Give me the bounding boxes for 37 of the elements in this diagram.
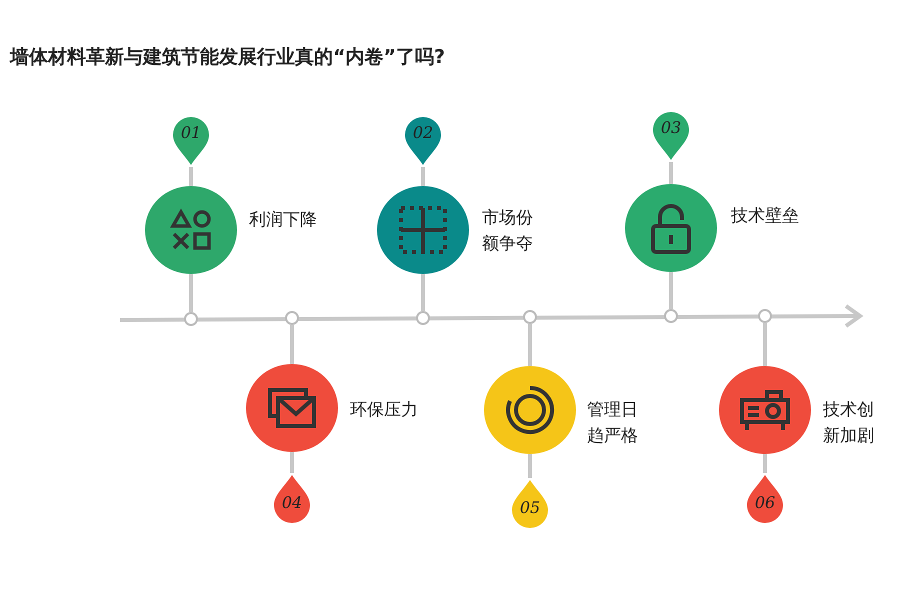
- timeline-dot: [184, 312, 198, 326]
- step-number: 04: [280, 493, 304, 512]
- location-pin: [272, 473, 312, 525]
- step-number: 01: [180, 123, 202, 142]
- timeline-dot: [758, 309, 772, 323]
- connector-line: [528, 324, 532, 366]
- item-label: 市场份额争夺: [482, 207, 534, 256]
- item-label: 环保压力: [350, 399, 418, 422]
- connector-line: [421, 274, 425, 311]
- item-label: 管理日趋严格: [587, 399, 639, 448]
- connector-line: [669, 162, 673, 184]
- connector-line: [421, 167, 425, 186]
- connector-line: [763, 454, 767, 473]
- location-pin: [510, 478, 550, 530]
- item-label: 利润下降: [249, 209, 317, 232]
- timeline-dot: [664, 309, 678, 323]
- step-number: 02: [412, 123, 434, 142]
- step-number: 06: [754, 493, 776, 512]
- timeline-dot: [523, 310, 537, 324]
- timeline-dot: [416, 311, 430, 325]
- connector-line: [669, 272, 673, 309]
- location-pin: [651, 110, 691, 162]
- connector-line: [763, 323, 767, 366]
- location-pin: [745, 473, 785, 525]
- item-label: 技术创新加剧: [823, 399, 875, 448]
- connector-line: [528, 454, 532, 478]
- location-pin: [171, 115, 211, 167]
- title: 墙体材料革新与建筑节能发展行业真的“内卷”了吗?: [10, 45, 445, 70]
- connector-line: [189, 167, 193, 186]
- connector-line: [290, 325, 294, 364]
- connector-line: [189, 274, 193, 312]
- timeline-dot: [285, 311, 299, 325]
- item-label: 技术壁垒: [731, 205, 799, 228]
- step-number: 05: [518, 498, 542, 517]
- step-number: 03: [660, 118, 682, 137]
- location-pin: [403, 115, 443, 167]
- connector-line: [290, 452, 294, 473]
